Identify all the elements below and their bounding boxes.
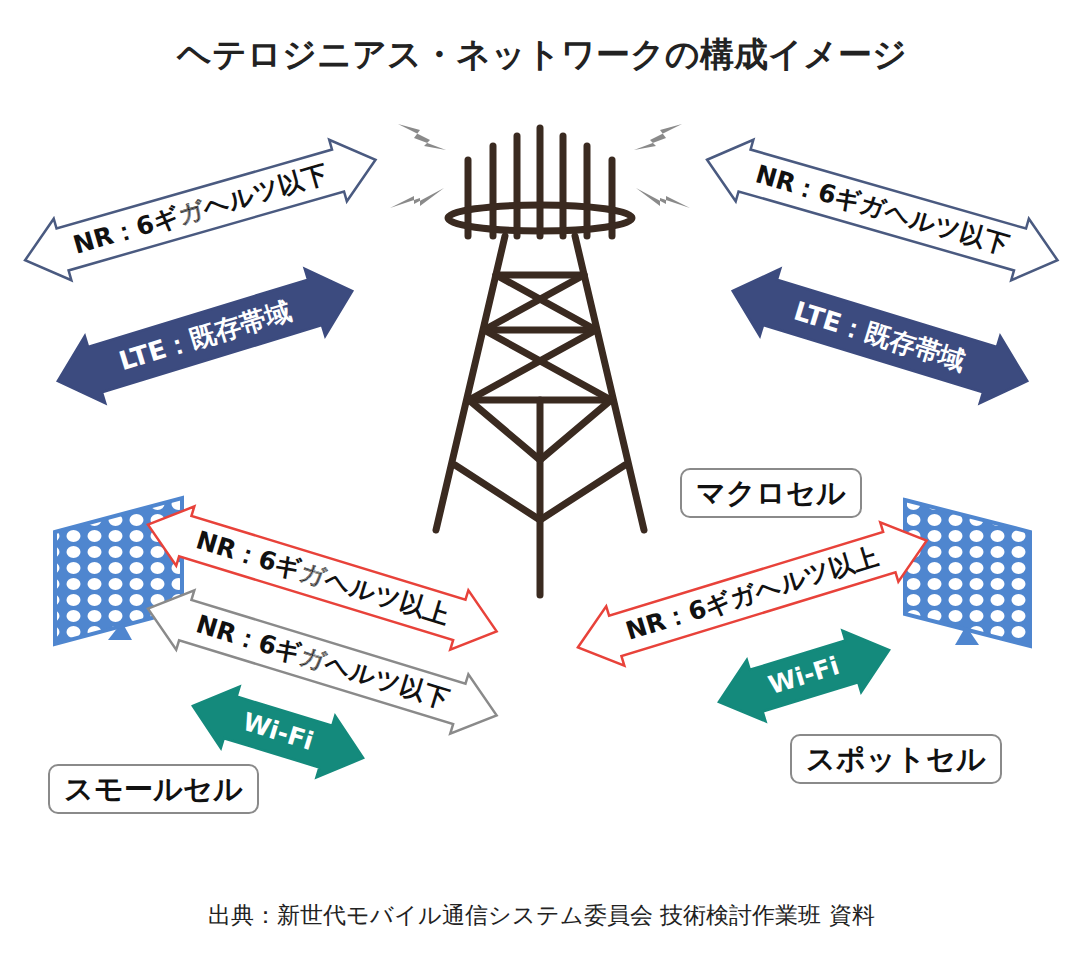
antenna-panel <box>905 500 1030 646</box>
cell-label-box: マクロセル <box>680 468 862 518</box>
cell-label-box: スポットセル <box>790 734 1002 784</box>
band-label: NR：6ギガヘルツ以下 <box>697 128 1068 292</box>
source-caption: 出典：新世代モバイル通信システム委員会 技術検討作業班 資料 <box>0 900 1083 931</box>
cell-name: マクロセル <box>696 476 846 510</box>
band-label: LTE：既存帯域 <box>721 256 1039 415</box>
cell-name: スポットセル <box>806 742 986 776</box>
cell-ellipse <box>28 465 1060 893</box>
band-label: NR：6ギガヘルツ以下 <box>15 128 386 292</box>
band-arrow: LTE：既存帯域 <box>46 256 364 415</box>
band-arrow: NR：6ギガヘルツ以下 <box>697 128 1068 292</box>
band-arrow: LTE：既存帯域 <box>721 256 1039 415</box>
cell-name: スモールセル <box>64 772 243 806</box>
radio-tower <box>436 128 644 595</box>
cell-label-box: スモールセル <box>48 764 259 814</box>
band-arrow: NR：6ギガヘルツ以下 <box>15 128 386 292</box>
band-label: Wi-Fi <box>708 618 899 734</box>
diagram-title: ヘテロジニアス・ネットワークの構成イメージ <box>0 32 1083 78</box>
band-label: LTE：既存帯域 <box>46 256 364 415</box>
band-arrow: Wi-Fi <box>708 618 899 734</box>
